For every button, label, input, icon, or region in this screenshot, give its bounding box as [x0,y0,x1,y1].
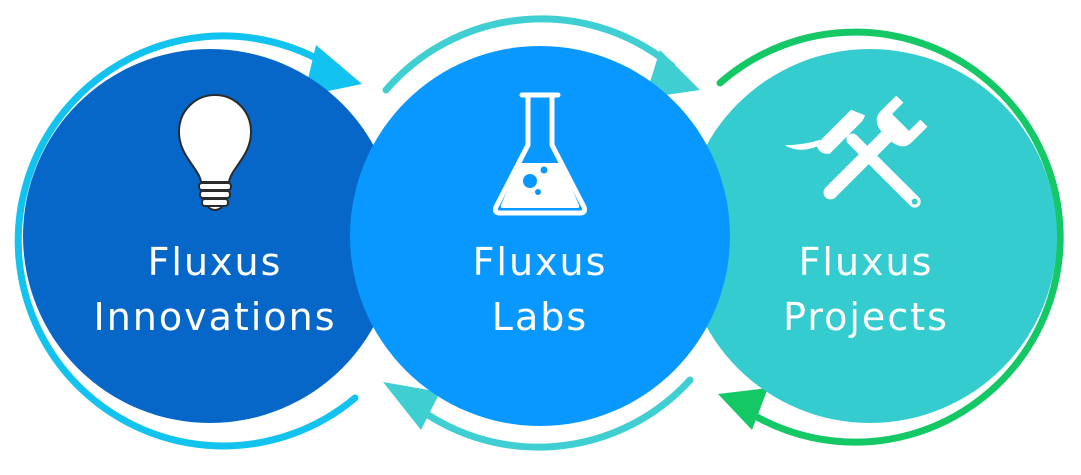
wrench-hammer-icon [784,95,928,208]
label-labs-line1: Fluxus [473,240,608,284]
flask-icon [493,92,587,216]
label-innovations-line1: Fluxus [148,240,283,284]
ring-labs-top [382,15,676,94]
circle-labs [350,46,730,426]
circle-innovations [23,49,397,423]
lightbulb-icon [177,93,253,211]
circle-projects [683,49,1057,423]
circle-innovations-fill [23,49,397,423]
circle-projects-fill [683,49,1057,423]
arrow-innovations-to-labs [304,45,362,96]
ring-innovations-top [14,32,359,450]
label-projects-line1: Fluxus [799,240,934,284]
cycle-rings [14,15,1064,451]
label-labs-line2: Labs [492,295,588,339]
label-innovations-line2: Innovations [94,295,337,339]
arrow-labs-back [383,382,440,430]
circle-labs-fill [350,46,730,426]
arrow-labs-to-projects [645,50,700,98]
ring-labs-bottom [406,376,694,451]
label-projects-line2: Projects [783,295,949,339]
ring-projects [716,28,1064,446]
arrow-projects-back [718,388,768,430]
